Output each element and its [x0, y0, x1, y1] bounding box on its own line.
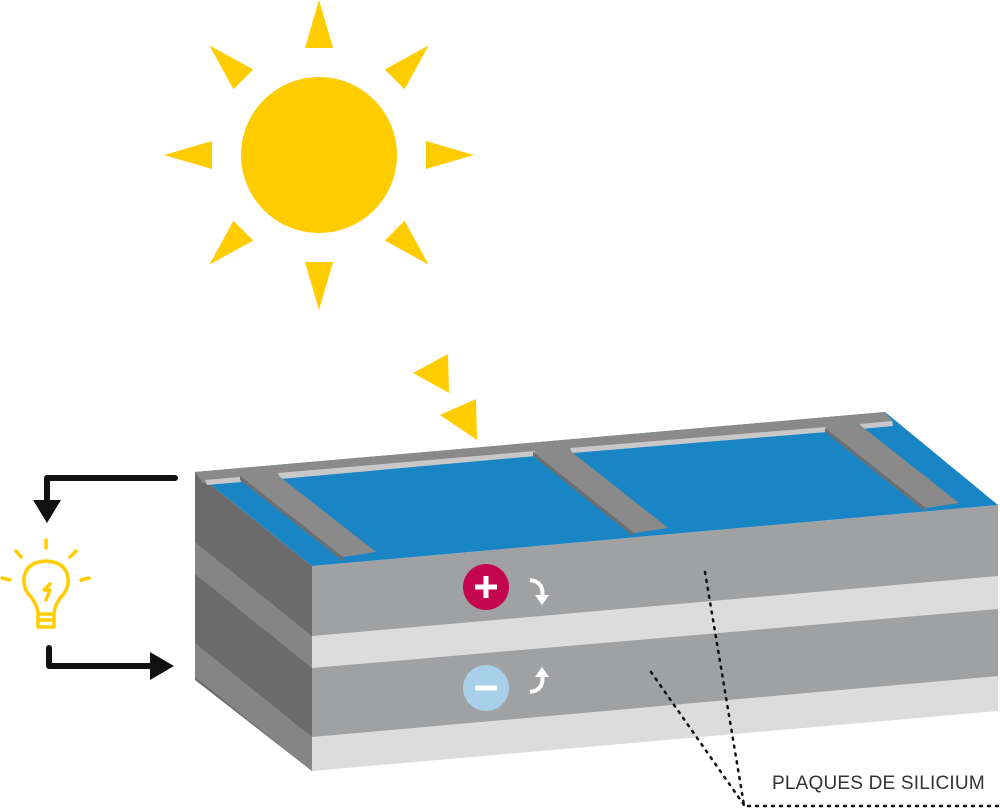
cell-top-face — [195, 412, 998, 566]
arrow-icon — [529, 667, 549, 694]
plus-icon — [463, 564, 509, 610]
leader-line — [649, 570, 1000, 808]
busbar — [240, 425, 959, 557]
minus-icon — [463, 665, 509, 711]
circuit-arrow — [44, 475, 178, 669]
sun-icon — [164, 0, 474, 310]
silicon-plates-label: PLAQUES DE SILICIUM — [772, 773, 985, 794]
cell-side-face — [195, 472, 312, 771]
arrow-icon — [529, 578, 549, 605]
lightbulb-icon — [0, 538, 91, 629]
